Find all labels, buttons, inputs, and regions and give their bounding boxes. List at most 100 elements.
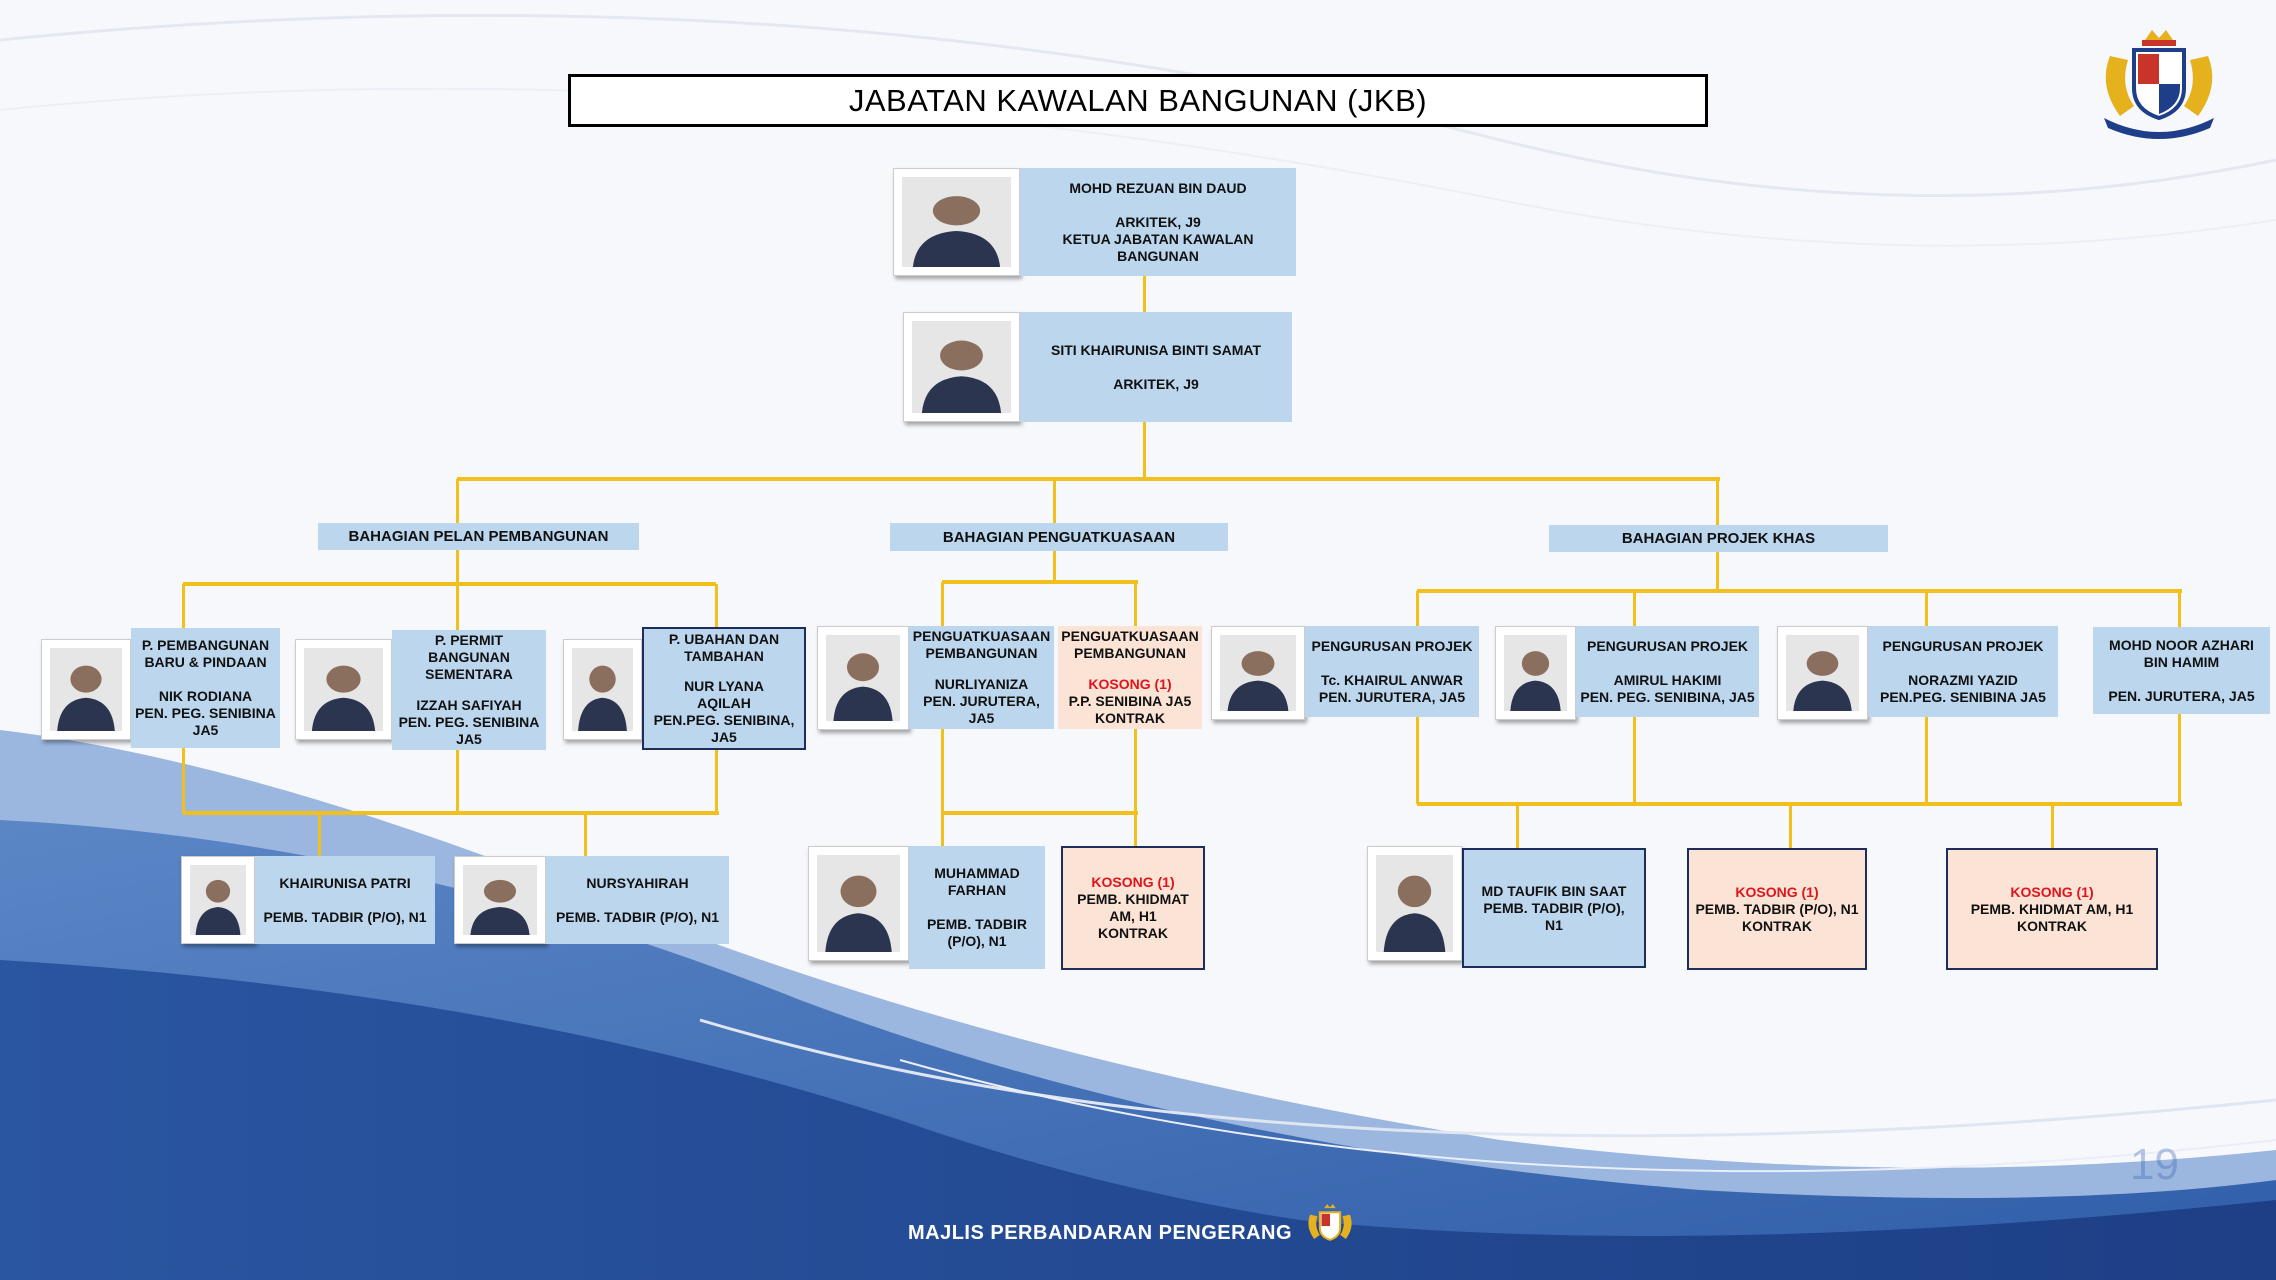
card-text-line: TAMBAHAN <box>684 648 764 664</box>
card-text-line: PEMB. KHIDMAT AM, H1 <box>1970 900 2134 917</box>
card-text-line: PEMB. TADBIR (P/O), N1 <box>555 908 720 925</box>
connector-line <box>456 584 459 630</box>
connector-line <box>1417 802 2182 806</box>
connector-line <box>456 750 459 813</box>
card-text-line: NORAZMI YAZID <box>1908 671 2018 688</box>
card-text-line: PEN. PEG. SENIBINA <box>398 714 540 730</box>
connector-line <box>1633 717 1636 804</box>
section-label: BAHAGIAN PROJEK KHAS <box>1549 525 1888 552</box>
head-photo <box>893 168 1020 276</box>
card-text-line: PEMB. TADBIR (P/O), N1 <box>263 908 427 925</box>
card-text-line: AM, H1 <box>1109 908 1157 924</box>
card-text-line: FARHAN <box>947 882 1007 898</box>
connector-line <box>1925 717 1928 804</box>
staff-photo <box>563 639 642 740</box>
connector-line <box>942 580 1138 584</box>
card-text-line: ARKITEK, J9 <box>1113 375 1199 392</box>
card-text-line: NURLIYANIZA <box>934 676 1029 692</box>
card-text-line: PEN. JURUTERA, JA5 <box>2108 687 2255 704</box>
staff-card: KHAIRUNISA PATRI PEMB. TADBIR (P/O), N1 <box>255 856 435 944</box>
card-text-line: PEMBANGUNAN <box>1074 645 1186 661</box>
staff-photo <box>454 856 546 944</box>
card-text-line: PENGURUSAN PROJEK <box>1882 637 2044 654</box>
connector-line <box>1716 479 1719 525</box>
card-text-line: JA5 <box>711 729 737 745</box>
connector-line <box>1416 591 1419 626</box>
connector-line <box>1134 729 1137 846</box>
card-text-line: N1 <box>1545 916 1563 933</box>
connector-line <box>2178 714 2181 804</box>
connector-line <box>941 582 944 626</box>
card-text-line: MUHAMMAD <box>934 865 1020 881</box>
connector-line <box>2051 804 2054 848</box>
card-text-line: MOHD NOOR AZHARI <box>2109 636 2254 653</box>
section-label: BAHAGIAN PENGUATKUASAAN <box>890 523 1228 551</box>
card-text-line: (P/O), N1 <box>947 933 1007 949</box>
card-text-line: MOHD REZUAN BIN DAUD <box>1069 179 1247 196</box>
card-text-line: PEN. PEG. SENIBINA, JA5 <box>1580 688 1755 705</box>
person-silhouette-icon <box>912 321 1011 413</box>
person-silhouette-icon <box>304 648 383 731</box>
connector-line <box>1417 589 2182 593</box>
connector-line <box>2178 591 2181 627</box>
person-silhouette-icon <box>826 635 900 721</box>
section-label: BAHAGIAN PELAN PEMBANGUNAN <box>318 523 639 550</box>
page-title: JABATAN KAWALAN BANGUNAN (JKB) <box>568 74 1708 127</box>
person-silhouette-icon <box>1786 635 1859 711</box>
person-silhouette-icon <box>1220 635 1296 711</box>
connector-line <box>318 813 321 856</box>
card-text-line: PEN.PEG. SENIBINA, <box>653 712 795 728</box>
connector-line <box>1789 804 1792 848</box>
card-text-line: SITI KHAIRUNISA BINTI SAMAT <box>1051 341 1261 358</box>
deputy-photo <box>903 312 1020 422</box>
card-text-line: PEMB. TADBIR (P/O), <box>1483 899 1625 916</box>
connector-line <box>942 811 1138 815</box>
connector-line <box>1716 552 1719 591</box>
person-silhouette-icon <box>817 855 900 952</box>
connector-line <box>457 477 1720 481</box>
connector-line <box>1516 804 1519 848</box>
connector-line <box>1134 582 1137 626</box>
person-silhouette-icon <box>50 648 122 731</box>
staff-photo <box>1211 626 1305 720</box>
staff-photo <box>1777 626 1868 720</box>
page-number: 19 <box>2130 1140 2179 1189</box>
vacancy-label: KOSONG (1) <box>1735 883 1819 900</box>
connector-line <box>182 584 185 630</box>
staff-photo <box>817 626 909 730</box>
card-text-line: BANGUNAN <box>1117 247 1199 264</box>
connector-line <box>715 750 718 813</box>
card-text-line: SEMENTARA <box>425 666 513 682</box>
card-text-line: ARKITEK, J9 <box>1115 213 1201 230</box>
card-text-line: KHAIRUNISA PATRI <box>279 874 411 891</box>
card-text-line: P. UBAHAN DAN <box>668 631 780 647</box>
card-text-line: PENGURUSAN PROJEK <box>1586 637 1749 654</box>
connector-line <box>456 479 459 523</box>
card-text-line: BIN HAMIM <box>2143 653 2220 670</box>
connector-line <box>182 748 185 813</box>
card-text-line: PENGUATKUASAAN <box>1061 628 1199 644</box>
connector-line <box>183 811 719 815</box>
council-crest-logo <box>2090 26 2228 147</box>
connector-line <box>183 582 716 586</box>
connector-line <box>1053 479 1056 523</box>
connector-line <box>1143 276 1146 312</box>
card-text-line: KONTRAK <box>1742 917 1812 934</box>
card-text-line: NIK RODIANA <box>158 688 253 704</box>
connector-line <box>1633 591 1636 626</box>
card-text-line: P. PERMIT BANGUNAN <box>428 632 510 665</box>
vacancy-label: KOSONG (1) <box>1088 676 1172 692</box>
card-text-line: PEN. JURUTERA, JA5 <box>923 693 1040 726</box>
connector-line <box>1416 717 1419 804</box>
